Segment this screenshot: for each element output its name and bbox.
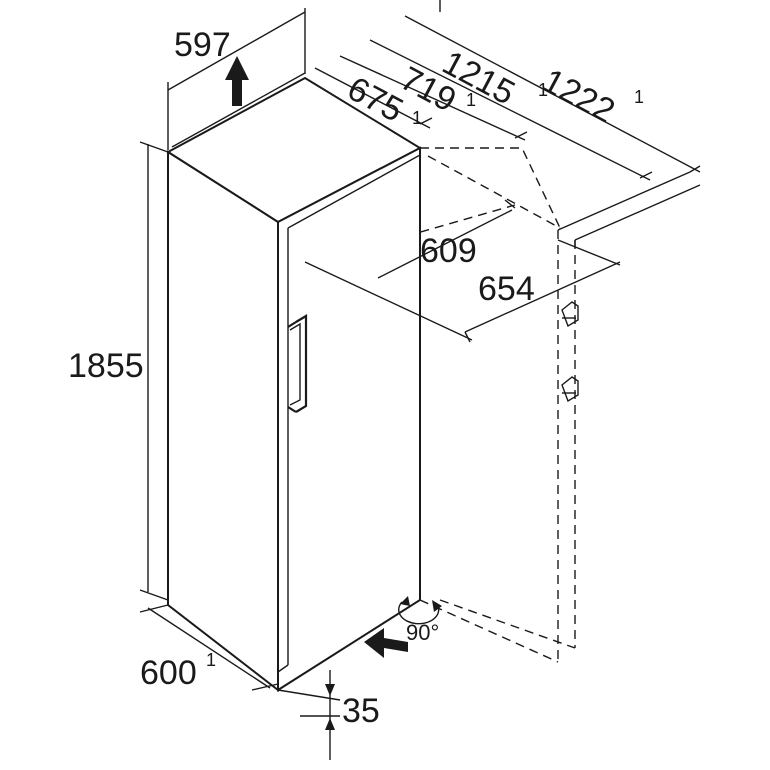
door-handle bbox=[287, 314, 308, 413]
label-600-sup: 1 bbox=[206, 650, 216, 670]
up-arrow-icon bbox=[225, 56, 249, 106]
door-angle: 90° bbox=[364, 596, 442, 658]
dim-597: 597 bbox=[167, 8, 306, 150]
push-arrow-icon bbox=[364, 628, 408, 658]
label-600: 600 bbox=[140, 654, 197, 692]
appliance-body bbox=[166, 72, 423, 693]
label-35: 35 bbox=[342, 692, 380, 730]
front-face bbox=[277, 146, 421, 692]
wall-corner bbox=[557, 171, 701, 266]
dim-35: 35 bbox=[277, 670, 380, 760]
rotation-arc-icon bbox=[398, 596, 442, 625]
label-1222: 1222 bbox=[536, 62, 621, 131]
side-face bbox=[167, 150, 279, 693]
label-675-sup: 1 bbox=[412, 108, 422, 128]
label-90-degrees: 90° bbox=[406, 620, 439, 645]
label-1855: 1855 bbox=[68, 347, 144, 385]
dim-1855: 1855 bbox=[68, 141, 169, 601]
label-1222-sup: 1 bbox=[634, 87, 644, 107]
hinge-bracket-icon bbox=[561, 301, 579, 403]
label-597: 597 bbox=[174, 26, 231, 64]
label-609: 609 bbox=[420, 232, 477, 270]
label-1215-sup: 1 bbox=[538, 80, 548, 100]
dim-609: 609 bbox=[377, 199, 516, 279]
dim-654: 654 bbox=[304, 261, 621, 343]
label-719-sup: 1 bbox=[466, 90, 476, 110]
label-654: 654 bbox=[478, 270, 535, 308]
dim-600: 600 1 bbox=[139, 604, 279, 692]
